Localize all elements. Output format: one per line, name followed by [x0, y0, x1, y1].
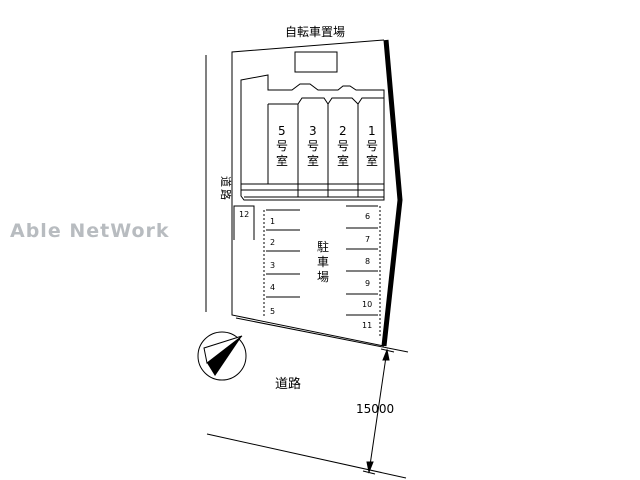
parking-spot-12	[233, 205, 255, 240]
parking-number: 10	[362, 300, 372, 309]
north-arrow-icon	[197, 331, 247, 381]
bicycle-parking-label: 自転車置場	[285, 25, 345, 39]
parking-label-char: 車	[317, 255, 329, 269]
parking-number: 6	[365, 212, 370, 221]
bicycle-parking-box	[294, 51, 338, 73]
parking-label-char: 駐	[317, 239, 329, 254]
room-char: 号	[337, 139, 349, 153]
road-label: 道路	[275, 376, 301, 392]
parking-number: 3	[270, 261, 275, 270]
side-road-char: 路	[219, 189, 232, 200]
parking-number: 1	[270, 217, 275, 226]
parking-number: 2	[270, 238, 275, 247]
room-number: 3	[309, 124, 317, 138]
room-char: 室	[337, 153, 349, 168]
parking-label-char: 場	[317, 270, 329, 284]
room-5: 5 号 室	[276, 124, 288, 168]
parking-number: 5	[270, 307, 275, 316]
unit-3-outline	[297, 97, 329, 105]
room-char: 号	[366, 139, 378, 153]
road-edge-top	[235, 317, 409, 353]
room-number: 1	[368, 124, 376, 138]
boundary-wall	[381, 39, 403, 347]
dimension-line	[362, 348, 395, 475]
compass-needle-light	[203, 335, 243, 364]
building-outline	[240, 74, 385, 201]
parking-left	[263, 209, 300, 318]
dimension-arrow-bottom	[366, 461, 374, 474]
room-1: 1 号 室	[366, 124, 378, 168]
property-boundary	[231, 39, 385, 347]
parking-number: 8	[365, 257, 370, 266]
parking-number: 7	[365, 235, 370, 244]
dimension-arrow-top	[382, 348, 390, 361]
road-edge-bottom	[206, 433, 407, 479]
unit-2-outline	[327, 97, 359, 105]
room-2: 2 号 室	[337, 124, 349, 168]
compass-ring	[197, 331, 247, 381]
parking-number: 12	[239, 210, 249, 219]
room-3: 3 号 室	[307, 124, 319, 168]
unit-1-outline	[357, 97, 384, 105]
room-number: 2	[339, 124, 347, 138]
room-char: 室	[366, 153, 378, 168]
room-char: 号	[307, 139, 319, 153]
room-char: 号	[276, 139, 288, 153]
watermark: Able NetWork	[10, 220, 170, 242]
room-number: 5	[278, 124, 286, 138]
parking-number: 11	[362, 321, 372, 330]
parking-right	[346, 205, 381, 338]
room-char: 室	[307, 153, 319, 168]
side-road-char: 道	[219, 176, 233, 187]
room-char: 室	[276, 153, 288, 168]
dimension-value: 15000	[356, 402, 394, 416]
parking-number: 9	[365, 279, 370, 288]
dimension-axis	[368, 349, 388, 473]
compass-needle-dark	[207, 336, 242, 376]
parking-number: 4	[270, 283, 275, 292]
side-road-label: 道 路	[219, 176, 233, 200]
